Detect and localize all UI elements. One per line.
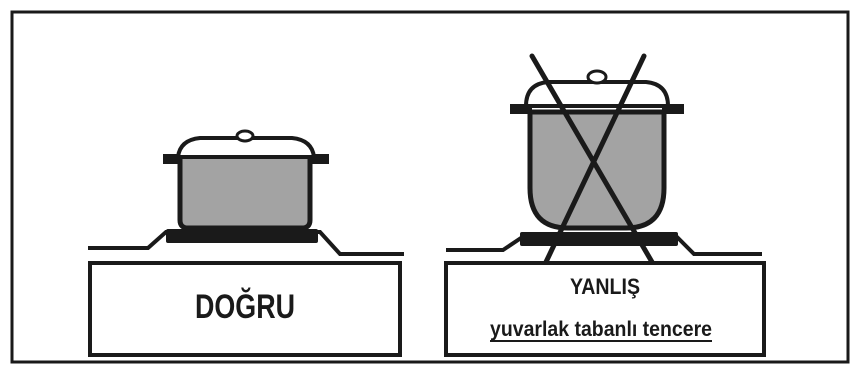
burner-plate-right	[520, 232, 678, 246]
pot-lid-right	[523, 80, 671, 108]
wrong-label: YANLIŞ	[570, 274, 640, 299]
pot-handle-right	[309, 154, 329, 164]
flat-bottom-pot	[177, 153, 313, 231]
burner-plate-left	[166, 229, 318, 243]
pot-handle-left	[163, 154, 181, 164]
correct-panel: DOĞRU	[88, 129, 404, 357]
correct-label-box	[88, 261, 402, 357]
cross-out-stroke-2	[543, 53, 647, 265]
wrong-label-box	[444, 261, 766, 357]
wrong-caption: yuvarlak tabanlı tencere	[490, 318, 712, 341]
pot-handle-right-round	[662, 104, 684, 114]
lid-knob-right	[586, 69, 608, 85]
correct-label: DOĞRU	[195, 288, 295, 326]
pot-handle-left-round	[510, 104, 532, 114]
cross-out-stroke-1	[529, 53, 655, 265]
wrong-panel: YANLIŞ yuvarlak tabanlı tencere	[444, 53, 766, 357]
lid-knob-left	[235, 129, 255, 143]
pot-lid-left	[175, 136, 317, 159]
